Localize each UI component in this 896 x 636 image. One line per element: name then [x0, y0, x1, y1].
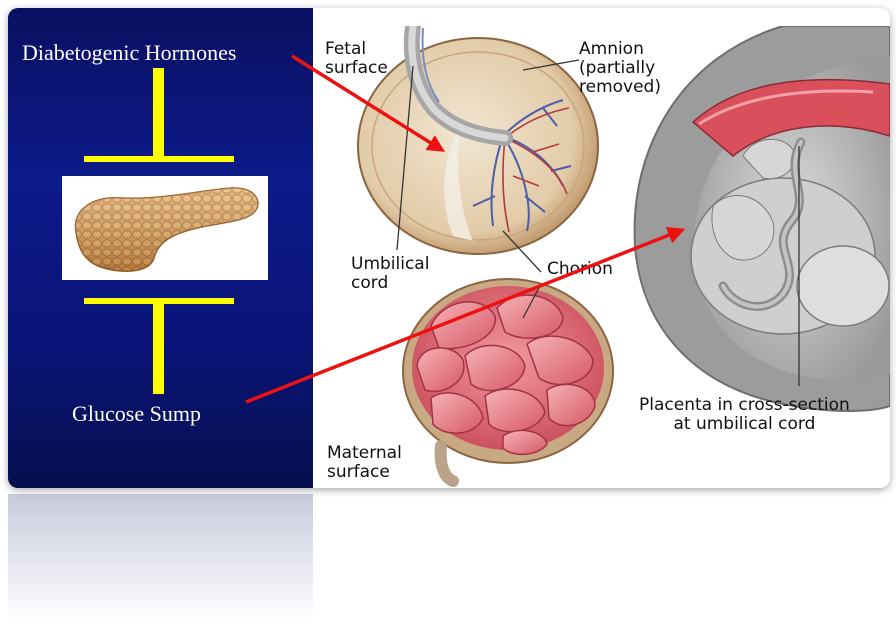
- red-arrows: [8, 8, 890, 488]
- slide-reflection: Glucose Sump Maternal surface Placenta i…: [8, 494, 890, 636]
- hormones-arrow: [292, 56, 442, 150]
- slide: Diabetogenic Hormones: [8, 8, 890, 488]
- glucose-sump-arrow: [246, 230, 682, 402]
